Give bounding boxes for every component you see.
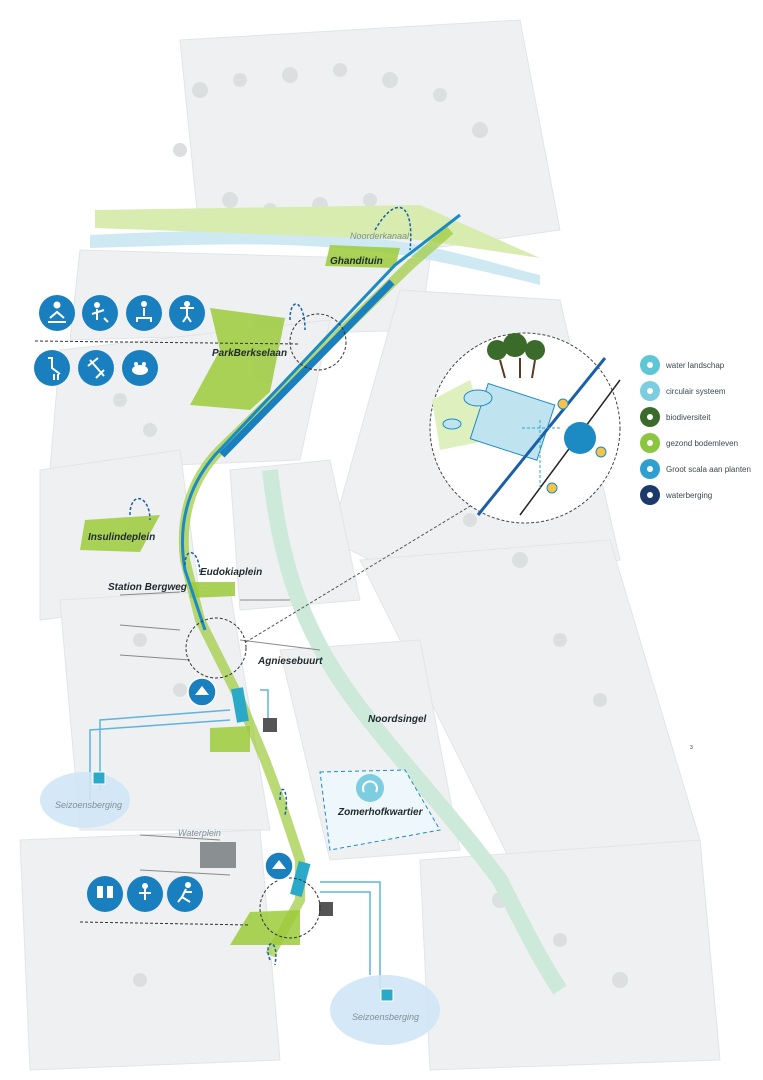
water-landscape-icon <box>640 355 660 375</box>
recycle-icon <box>640 381 660 401</box>
street-arrows <box>119 591 321 876</box>
seizoensberging-left-glow <box>40 772 130 828</box>
running-icon <box>167 876 203 912</box>
label-parkberkselaan: ParkBerkselaan <box>212 348 287 359</box>
legend-label: Groot scala aan planten <box>666 464 751 474</box>
legend-label: circulair systeem <box>666 386 726 396</box>
focus-circle-1 <box>289 313 347 371</box>
blue-line <box>181 213 461 631</box>
sprinkler-play-icon <box>127 876 163 912</box>
waterplein-block <box>200 842 236 868</box>
seizoensberging-bottom-glow <box>330 975 440 1045</box>
label-noorderkanaal: Noorderkanaal <box>350 231 410 241</box>
retention-basin-1 <box>231 687 249 723</box>
dashed-arrows <box>129 206 412 966</box>
label-zomerhofkwartier: Zomerhofkwartier <box>337 807 424 818</box>
water-landscape-map-icon <box>187 677 217 707</box>
legend-item: waterberging <box>640 484 760 506</box>
storage-node-2 <box>319 902 333 916</box>
legend-label: water landschap <box>666 360 725 370</box>
detail-zoom-circle <box>429 332 621 524</box>
legend-label: biodiversiteit <box>666 412 711 422</box>
noorderkanaal-water <box>90 230 540 285</box>
cheers-icon <box>87 876 123 912</box>
worm-icon <box>640 433 660 453</box>
retention-basin-2 <box>290 861 311 898</box>
focus-circle-2 <box>185 617 247 679</box>
plants-icon <box>640 459 660 479</box>
label-waterplein: Waterplein <box>178 828 221 838</box>
legend-item: biodiversiteit <box>640 406 760 428</box>
storage-node-1 <box>263 718 277 732</box>
activity-icons-bottom <box>87 876 203 912</box>
legend-item: Groot scala aan planten <box>640 458 760 480</box>
label-ghandituin: Ghandituin <box>330 256 383 267</box>
activity-icons-top <box>39 295 205 331</box>
zoom-leader-line <box>245 484 506 643</box>
label-noordsingel: Noordsingel <box>368 714 427 725</box>
icon-divider-bottom <box>79 921 251 926</box>
focus-circle-3 <box>259 877 321 939</box>
gardening-icon <box>82 295 118 331</box>
zomerhof-zone <box>319 769 441 851</box>
label-station-bergweg: Station Bergweg <box>108 582 187 593</box>
legend-item: water landschap <box>640 354 760 376</box>
tree-icon <box>640 407 660 427</box>
city-blocks <box>19 19 721 1071</box>
label-eudokiaplein: Eudokiaplein <box>200 567 262 578</box>
legend-item: circulair systeem <box>640 380 760 402</box>
frog-icon <box>122 350 158 386</box>
legend-label: gezond bodemleven <box>666 438 739 448</box>
label-seizoensberging-left: Seizoensberging <box>55 800 122 810</box>
heron-icon <box>34 350 70 386</box>
legend: water landschap circulair systeem biodiver… <box>640 354 760 510</box>
dragonfly-icon <box>78 350 114 386</box>
label-insulindeplein: Insulindeplein <box>88 532 155 543</box>
recycle-map-icon <box>356 774 384 802</box>
canal-green-bank <box>95 205 540 258</box>
storage-node-3 <box>92 771 106 785</box>
legend-item: gezond bodemleven <box>640 432 760 454</box>
legend-label: waterberging <box>666 490 713 500</box>
storage-node-4 <box>380 988 394 1002</box>
small-number: 3 <box>690 745 693 751</box>
animal-icons <box>34 350 158 386</box>
play-icon <box>169 295 205 331</box>
label-agniesebuurt: Agniesebuurt <box>257 656 323 667</box>
icon-divider-top <box>34 340 301 345</box>
label-seizoensberging-bottom: Seizoensberging <box>352 1012 419 1022</box>
blue-strip-upper <box>219 279 395 458</box>
noordsingel-canal <box>262 469 567 995</box>
water-landscape-map-icon-2 <box>264 851 294 881</box>
water-storage-icon <box>640 485 660 505</box>
reading-bench-icon <box>126 295 162 331</box>
meditation-icon <box>39 295 75 331</box>
